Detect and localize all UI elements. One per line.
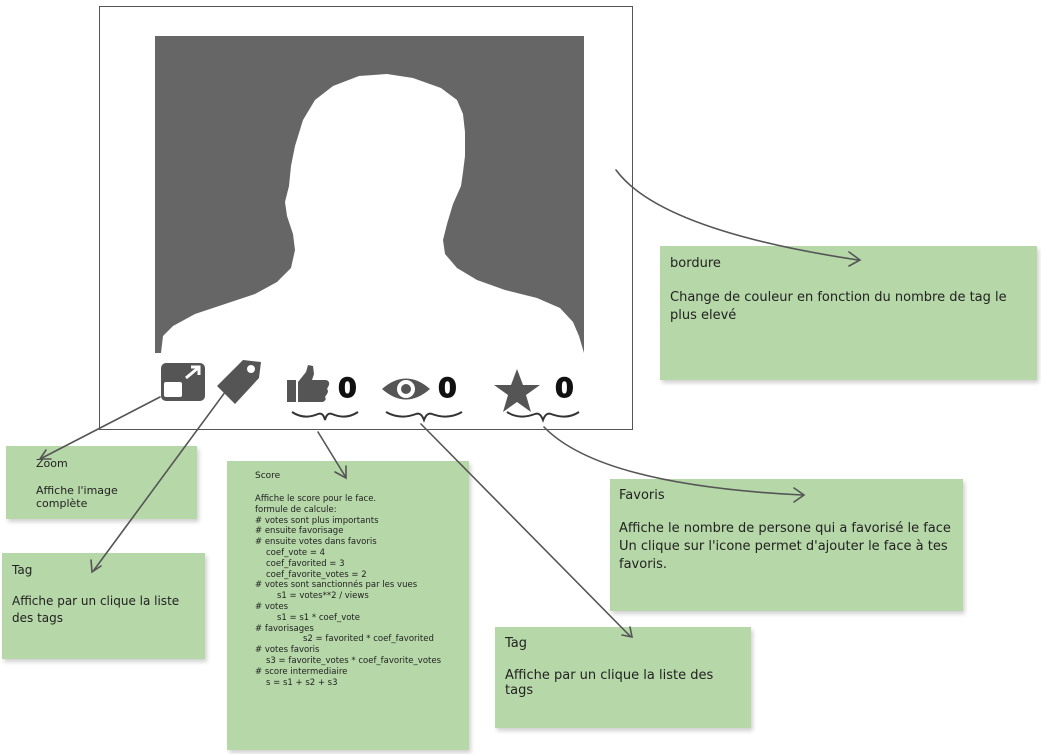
score-line: coef_vote = 4 bbox=[266, 547, 326, 558]
note-score-formula: Affiche le score pour le face. formule d… bbox=[255, 494, 457, 688]
score-line: # votes favoris bbox=[255, 645, 320, 656]
note-tag-left: Tag Affiche par un clique la liste des t… bbox=[2, 553, 205, 659]
score-line: formule de calcule: bbox=[255, 504, 337, 515]
face-photo[interactable] bbox=[155, 36, 584, 353]
note-favoris-body: Affiche le nombre de persone qui a favor… bbox=[619, 521, 951, 572]
note-favoris-title: Favoris bbox=[619, 488, 665, 503]
note-tag-bottom: Tag Affiche par un clique la liste des t… bbox=[495, 627, 751, 728]
star-icon[interactable] bbox=[493, 368, 541, 418]
score-line: s2 = favorited * coef_favorited bbox=[303, 634, 434, 645]
note-zoom-body: Affiche l'image complète bbox=[36, 484, 118, 510]
thumbs-up-icon[interactable] bbox=[286, 364, 330, 408]
note-zoom-title: Zoom bbox=[36, 457, 68, 470]
person-silhouette-icon bbox=[161, 74, 584, 353]
zoom-icon[interactable] bbox=[160, 362, 206, 406]
score-line: s1 = s1 * coef_vote bbox=[277, 612, 360, 623]
score-line: # favorisages bbox=[255, 623, 314, 634]
views-count: 0 bbox=[438, 373, 458, 405]
score-line: s1 = votes**2 / views bbox=[277, 591, 369, 602]
favorites-count: 0 bbox=[555, 373, 575, 405]
note-score-title: Score bbox=[255, 471, 281, 481]
score-line: coef_favorite_votes = 2 bbox=[266, 569, 367, 580]
note-tag-bottom-title: Tag bbox=[505, 636, 528, 651]
score-line: # votes sont sanctionnés par les vues bbox=[255, 580, 418, 591]
views-brace bbox=[385, 411, 463, 423]
note-bordure: bordure Change de couleur en fonction du… bbox=[660, 246, 1037, 380]
votes-count: 0 bbox=[338, 373, 358, 405]
eye-icon[interactable] bbox=[381, 372, 431, 410]
note-favoris: Favoris Affiche le nombre de persone qui… bbox=[610, 479, 963, 611]
note-tag-left-body: Affiche par un clique la liste des tags bbox=[12, 594, 180, 625]
score-line: s = s1 + s2 + s3 bbox=[266, 677, 338, 688]
note-zoom: Zoom Affiche l'image complète bbox=[6, 446, 197, 519]
note-tag-bottom-body: Affiche par un clique la liste des tags bbox=[505, 668, 714, 698]
score-line: coef_favorited = 3 bbox=[266, 558, 345, 569]
score-line: # votes bbox=[255, 601, 289, 612]
score-line: Affiche le score pour le face. bbox=[255, 494, 377, 504]
votes-brace bbox=[291, 411, 359, 421]
score-line: # votes sont plus importants bbox=[255, 515, 379, 526]
note-score: Score Affiche le score pour le face. for… bbox=[227, 461, 469, 750]
note-bordure-title: bordure bbox=[670, 256, 721, 271]
tag-icon[interactable] bbox=[215, 358, 263, 410]
score-line: # score intermediaire bbox=[255, 666, 348, 677]
score-line: # ensuite favorisage bbox=[255, 526, 344, 537]
favorites-brace bbox=[506, 411, 580, 423]
score-line: # ensuite votes dans favoris bbox=[255, 537, 377, 548]
note-tag-left-title: Tag bbox=[12, 563, 33, 577]
note-bordure-body: Change de couleur en fonction du nombre … bbox=[670, 290, 1007, 323]
score-line: s3 = favorite_votes * coef_favorite_vote… bbox=[266, 655, 442, 666]
